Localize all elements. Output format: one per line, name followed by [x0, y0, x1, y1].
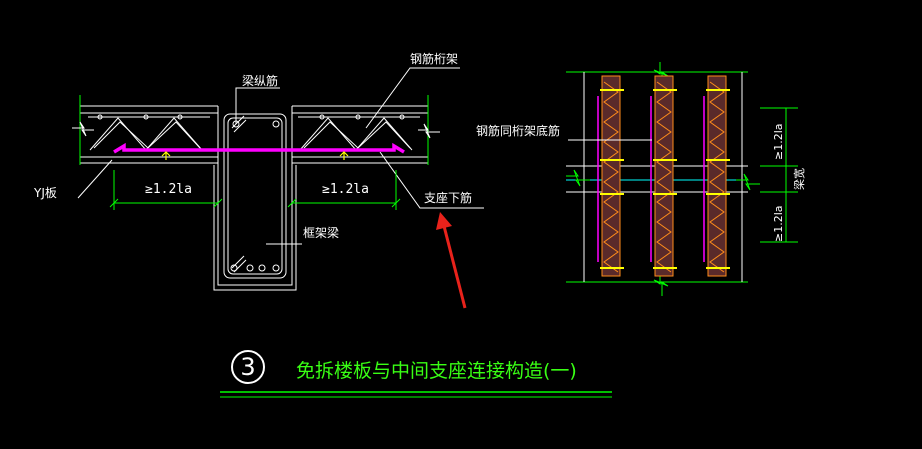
- label-yj-slab: YJ板: [34, 186, 57, 200]
- dim-label-left: ≥1.2la: [145, 182, 192, 197]
- plan-truss-strip-3: [707, 75, 727, 277]
- plan-truss-zig-2: [656, 81, 672, 273]
- dim-right-tick-a: [287, 198, 297, 208]
- leader-beam-longitudinal: [235, 87, 280, 124]
- plan-view: [566, 62, 798, 296]
- truss-right-2: [303, 121, 411, 149]
- support-bottom-bar: [113, 142, 405, 154]
- plan-break-top: [653, 62, 669, 86]
- leader-steel-truss: [365, 67, 460, 129]
- truss-dot-5: [355, 114, 361, 120]
- dim-left-tick-a: [109, 198, 119, 208]
- break-mark-left: [72, 121, 94, 137]
- slab-bottom-markers: [161, 151, 349, 160]
- truss-dot-2: [143, 114, 149, 120]
- beam-outline: [217, 106, 293, 286]
- beam-stirrup: [223, 113, 287, 279]
- red-arrow: [436, 212, 467, 309]
- beam-stirrup-inner: [227, 117, 283, 275]
- label-same-as-truss-bottom: 钢筋同桁架底筋: [476, 124, 561, 138]
- red-arrow-head: [436, 212, 452, 230]
- label-support-bottom-bar: 支座下筋: [424, 191, 473, 205]
- leader-yj-slab: [77, 159, 113, 199]
- truss-dot-6: [399, 114, 405, 120]
- section-view: [72, 67, 484, 291]
- leader-support-bar: [379, 151, 484, 209]
- plan-dim-label-top: ≥1.2la: [772, 123, 785, 160]
- plan-break-bottom: [653, 272, 669, 296]
- beam-bar-bot-right: [272, 264, 280, 272]
- drawing-title: 免拆楼板与中间支座连接构造(一): [296, 360, 577, 382]
- break-mark-right: [418, 123, 440, 139]
- detail-number-circle: 3: [231, 350, 265, 384]
- dim-label-right: ≥1.2la: [322, 182, 369, 197]
- yellow-marker-left: [161, 151, 171, 160]
- truss-left: [89, 117, 203, 151]
- stirrup-hook-bottom: [231, 255, 247, 273]
- label-frame-beam: 框架梁: [303, 226, 340, 240]
- plan-truss-strip-2: [654, 75, 674, 277]
- beam-bar-bot-left: [230, 264, 238, 272]
- plan-truss-zig-3: [709, 81, 725, 273]
- beam-outline-inner: [213, 165, 297, 291]
- dimension-lines: [109, 170, 401, 210]
- plan-truss-strip-1: [601, 75, 621, 277]
- truss-left-2: [93, 121, 201, 149]
- red-arrow-shaft: [442, 225, 467, 309]
- dim-left-tick-b: [213, 198, 223, 208]
- truss-dot-1: [97, 114, 103, 120]
- yellow-marker-right: [339, 151, 349, 160]
- beam-bar-bot-mid-left: [246, 264, 254, 272]
- label-steel-truss: 钢筋桁架: [410, 52, 459, 66]
- beam-bar-top-right: [272, 120, 280, 128]
- plan-truss-zig-1: [603, 81, 619, 273]
- plan-dim-label-bottom: ≥1.2la: [772, 205, 785, 242]
- truss-dot-4: [319, 114, 325, 120]
- plan-break-right: [736, 173, 760, 191]
- label-beam-longitudinal: 梁纵筋: [242, 74, 279, 88]
- plan-break-left: [566, 169, 590, 187]
- truss-dot-3: [177, 114, 183, 120]
- dim-right-tick-b: [391, 198, 401, 208]
- beam-bar-bot-mid-right: [258, 264, 266, 272]
- plan-beam-width-label: 梁宽: [793, 168, 806, 190]
